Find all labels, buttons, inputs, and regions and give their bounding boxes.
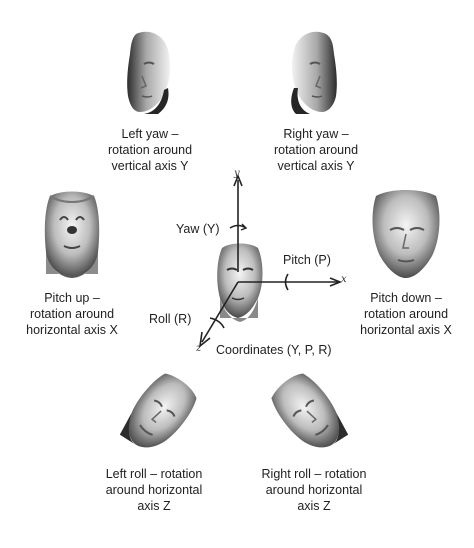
axis-z-letter: z xyxy=(196,343,202,354)
right-roll-face xyxy=(260,372,360,458)
y-axis-arrowhead xyxy=(233,173,243,187)
roll-rotation-marker xyxy=(209,317,225,329)
coordinate-axes-diagram xyxy=(180,172,360,362)
pitch-rotation-marker xyxy=(284,273,289,291)
left-yaw-caption-line: rotation around xyxy=(107,143,193,157)
left-roll-face xyxy=(108,372,208,458)
right-roll-caption-line: axis Z xyxy=(297,499,331,513)
right-roll-caption-line: Right roll – rotation xyxy=(261,467,367,481)
pitch-up-caption-line: horizontal axis X xyxy=(26,323,118,337)
left-yaw-caption-line: Left yaw – xyxy=(121,127,179,141)
z-axis-line xyxy=(201,281,239,343)
left-roll-caption-line: around horizontal xyxy=(105,483,203,497)
pitch-down-caption: Pitch down – rotation around horizontal … xyxy=(338,290,474,338)
pitch-down-caption-line: horizontal axis X xyxy=(360,323,452,337)
right-roll-caption: Right roll – rotation around horizontal … xyxy=(246,466,382,514)
roll-label: Roll (R) xyxy=(149,312,192,326)
axis-x-letter: x xyxy=(341,274,347,285)
left-roll-caption-line: Left roll – rotation xyxy=(105,467,203,481)
left-roll-caption-line: axis Z xyxy=(137,499,171,513)
yaw-label: Yaw (Y) xyxy=(176,222,220,236)
left-yaw-caption-line: vertical axis Y xyxy=(111,159,189,173)
pitch-down-caption-line: rotation around xyxy=(363,307,449,321)
right-yaw-caption-line: Right yaw – xyxy=(283,127,349,141)
pitch-up-caption-line: Pitch up – xyxy=(44,291,100,305)
left-yaw-face xyxy=(122,30,174,116)
right-roll-caption-line: around horizontal xyxy=(265,483,363,497)
pitch-down-face xyxy=(368,186,444,280)
pitch-up-caption: Pitch up – rotation around horizontal ax… xyxy=(4,290,140,338)
right-yaw-caption-line: vertical axis Y xyxy=(277,159,355,173)
center-face xyxy=(217,243,263,322)
z-axis-arrowhead xyxy=(198,331,211,348)
right-yaw-caption-line: rotation around xyxy=(273,143,359,157)
left-yaw-caption: Left yaw – rotation around vertical axis… xyxy=(90,126,210,174)
pitch-up-face xyxy=(40,190,104,280)
pitch-label: Pitch (P) xyxy=(283,253,331,267)
right-yaw-caption: Right yaw – rotation around vertical axi… xyxy=(256,126,376,174)
axis-y-letter: y xyxy=(234,168,240,179)
coordinates-label: Coordinates (Y, P, R) xyxy=(216,343,332,357)
pitch-down-caption-line: Pitch down – xyxy=(370,291,442,305)
right-yaw-face xyxy=(286,30,342,116)
x-axis-arrowhead xyxy=(329,277,343,287)
left-roll-caption: Left roll – rotation around horizontal a… xyxy=(86,466,222,514)
pitch-up-caption-line: rotation around xyxy=(29,307,115,321)
